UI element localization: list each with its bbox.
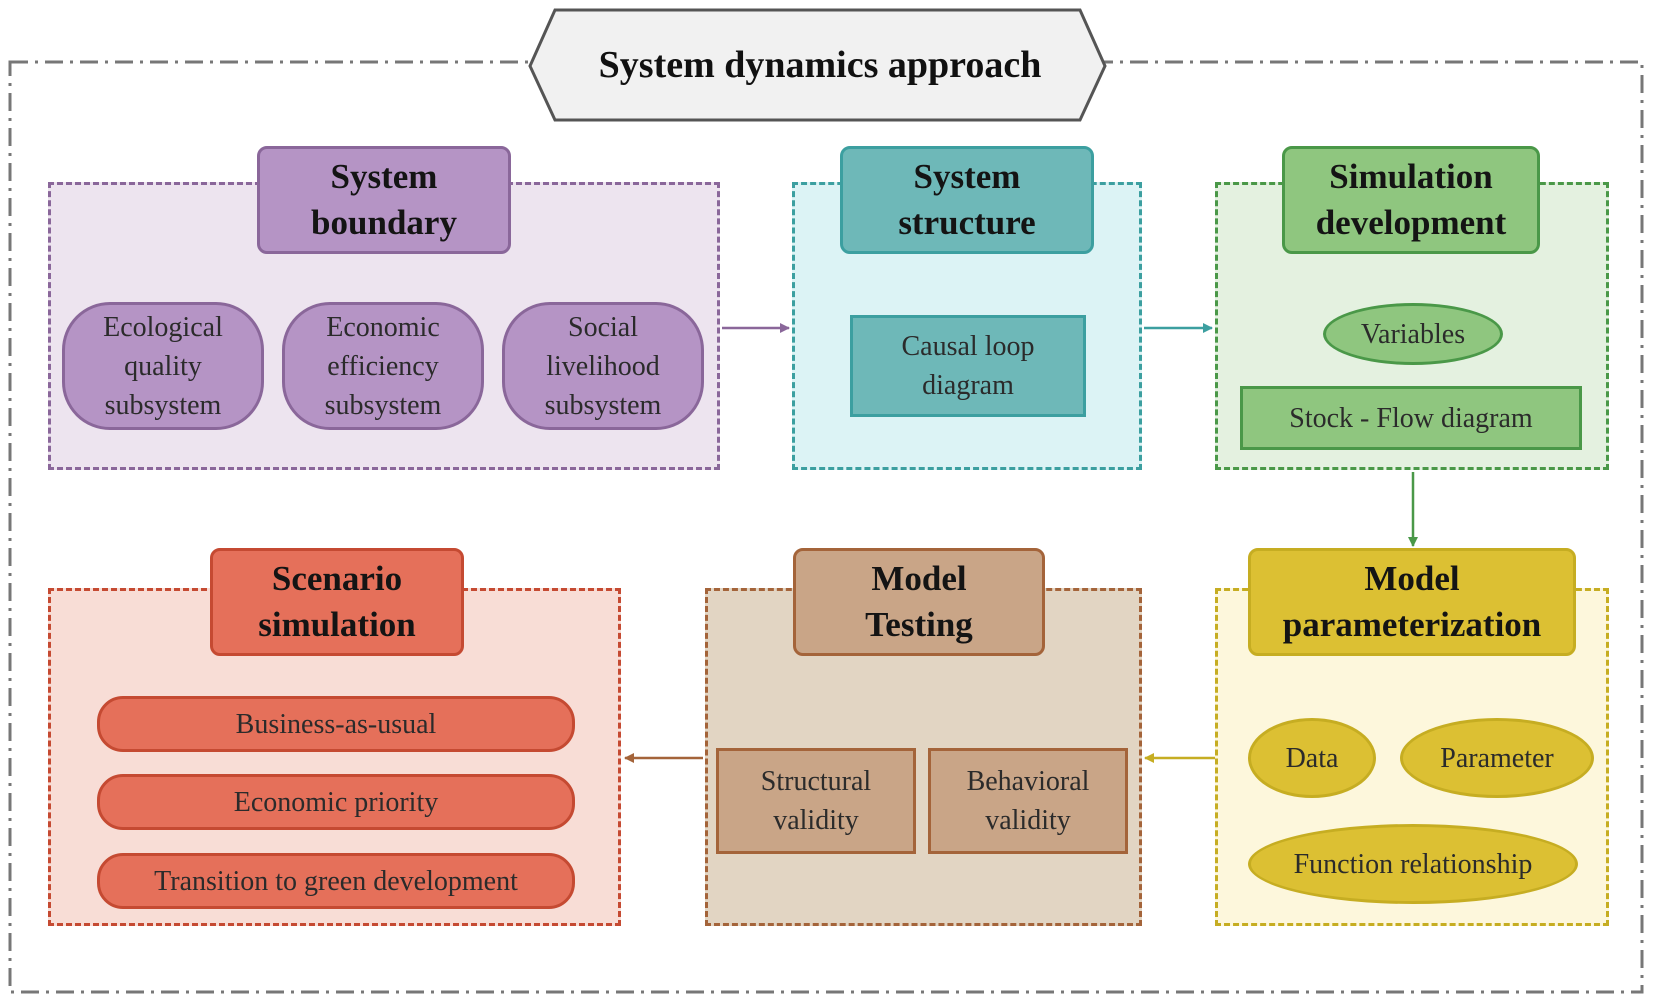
green-development-scenario: Transition to green development — [97, 853, 575, 909]
variables-node: Variables — [1323, 303, 1503, 365]
data-node: Data — [1248, 718, 1376, 798]
stock-flow-diagram: Stock - Flow diagram — [1240, 386, 1582, 450]
function-relationship-node: Function relationship — [1248, 824, 1578, 904]
economic-priority-scenario: Economic priority — [97, 774, 575, 830]
business-as-usual-scenario: Business-as-usual — [97, 696, 575, 752]
parameter-node: Parameter — [1400, 718, 1594, 798]
title-hexagon — [528, 8, 1107, 122]
diagram-title: System dynamics approach — [598, 44, 1042, 86]
